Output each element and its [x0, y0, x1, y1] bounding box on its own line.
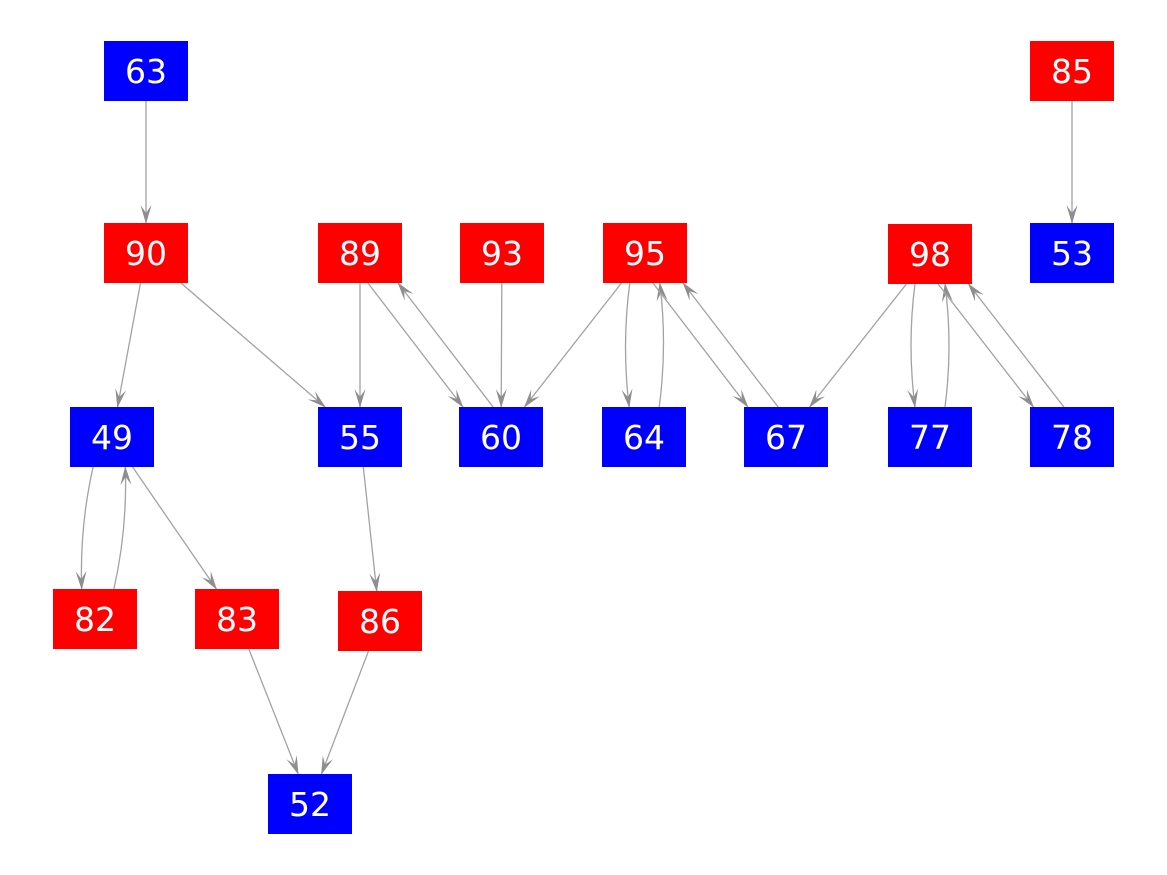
node-86[interactable]: 86	[338, 591, 422, 651]
node-label: 90	[125, 233, 167, 273]
node-label: 60	[480, 417, 522, 457]
node-label: 95	[624, 233, 666, 273]
node-49[interactable]: 49	[70, 407, 154, 467]
node-label: 63	[125, 51, 167, 91]
node-label: 49	[91, 417, 133, 457]
node-63[interactable]: 63	[104, 41, 188, 101]
node-78[interactable]: 78	[1030, 407, 1114, 467]
edge-89-60	[367, 282, 464, 408]
node-label: 89	[339, 233, 381, 273]
node-67[interactable]: 67	[744, 407, 828, 467]
node-77[interactable]: 77	[888, 407, 972, 467]
node-label: 83	[216, 599, 258, 639]
edge-82-49	[113, 466, 132, 590]
edge-49-83	[132, 466, 217, 590]
node-label: 86	[359, 601, 401, 641]
node-label: 52	[289, 784, 331, 824]
edge-67-95	[682, 282, 779, 408]
node-60[interactable]: 60	[459, 407, 543, 467]
edge-90-49	[115, 282, 142, 408]
node-label: 64	[623, 417, 665, 457]
edge-98-67	[808, 283, 907, 408]
node-label: 78	[1051, 417, 1093, 457]
node-label: 77	[909, 417, 951, 457]
node-label: 82	[74, 599, 116, 639]
node-93[interactable]: 93	[460, 223, 544, 283]
node-label: 98	[909, 234, 951, 274]
edge-55-86	[362, 466, 381, 592]
edge-77-98	[941, 283, 953, 408]
edge-90-55	[180, 282, 326, 408]
edge-95-64	[621, 282, 633, 408]
edge-86-52	[320, 650, 370, 775]
node-83[interactable]: 83	[195, 589, 279, 649]
node-52[interactable]: 52	[268, 774, 352, 834]
node-90[interactable]: 90	[104, 223, 188, 283]
node-89[interactable]: 89	[318, 223, 402, 283]
node-64[interactable]: 64	[602, 407, 686, 467]
edge-93-60	[495, 282, 507, 408]
node-label: 93	[481, 233, 523, 273]
edge-98-78	[937, 283, 1035, 408]
node-label: 67	[765, 417, 807, 457]
node-95[interactable]: 95	[603, 223, 687, 283]
edge-95-60	[523, 282, 623, 408]
edge-78-98	[967, 283, 1065, 408]
node-label: 85	[1051, 51, 1093, 91]
node-55[interactable]: 55	[318, 407, 402, 467]
edge-83-52	[248, 648, 299, 775]
node-label: 55	[339, 417, 381, 457]
node-label: 53	[1051, 233, 1093, 273]
node-82[interactable]: 82	[53, 589, 137, 649]
node-53[interactable]: 53	[1030, 223, 1114, 283]
edge-95-67	[652, 282, 749, 408]
edge-64-95	[656, 282, 668, 408]
edge-60-89	[397, 282, 494, 408]
edge-98-77	[907, 283, 919, 408]
edge-49-82	[75, 466, 94, 590]
node-85[interactable]: 85	[1030, 41, 1114, 101]
node-98[interactable]: 98	[888, 224, 972, 284]
